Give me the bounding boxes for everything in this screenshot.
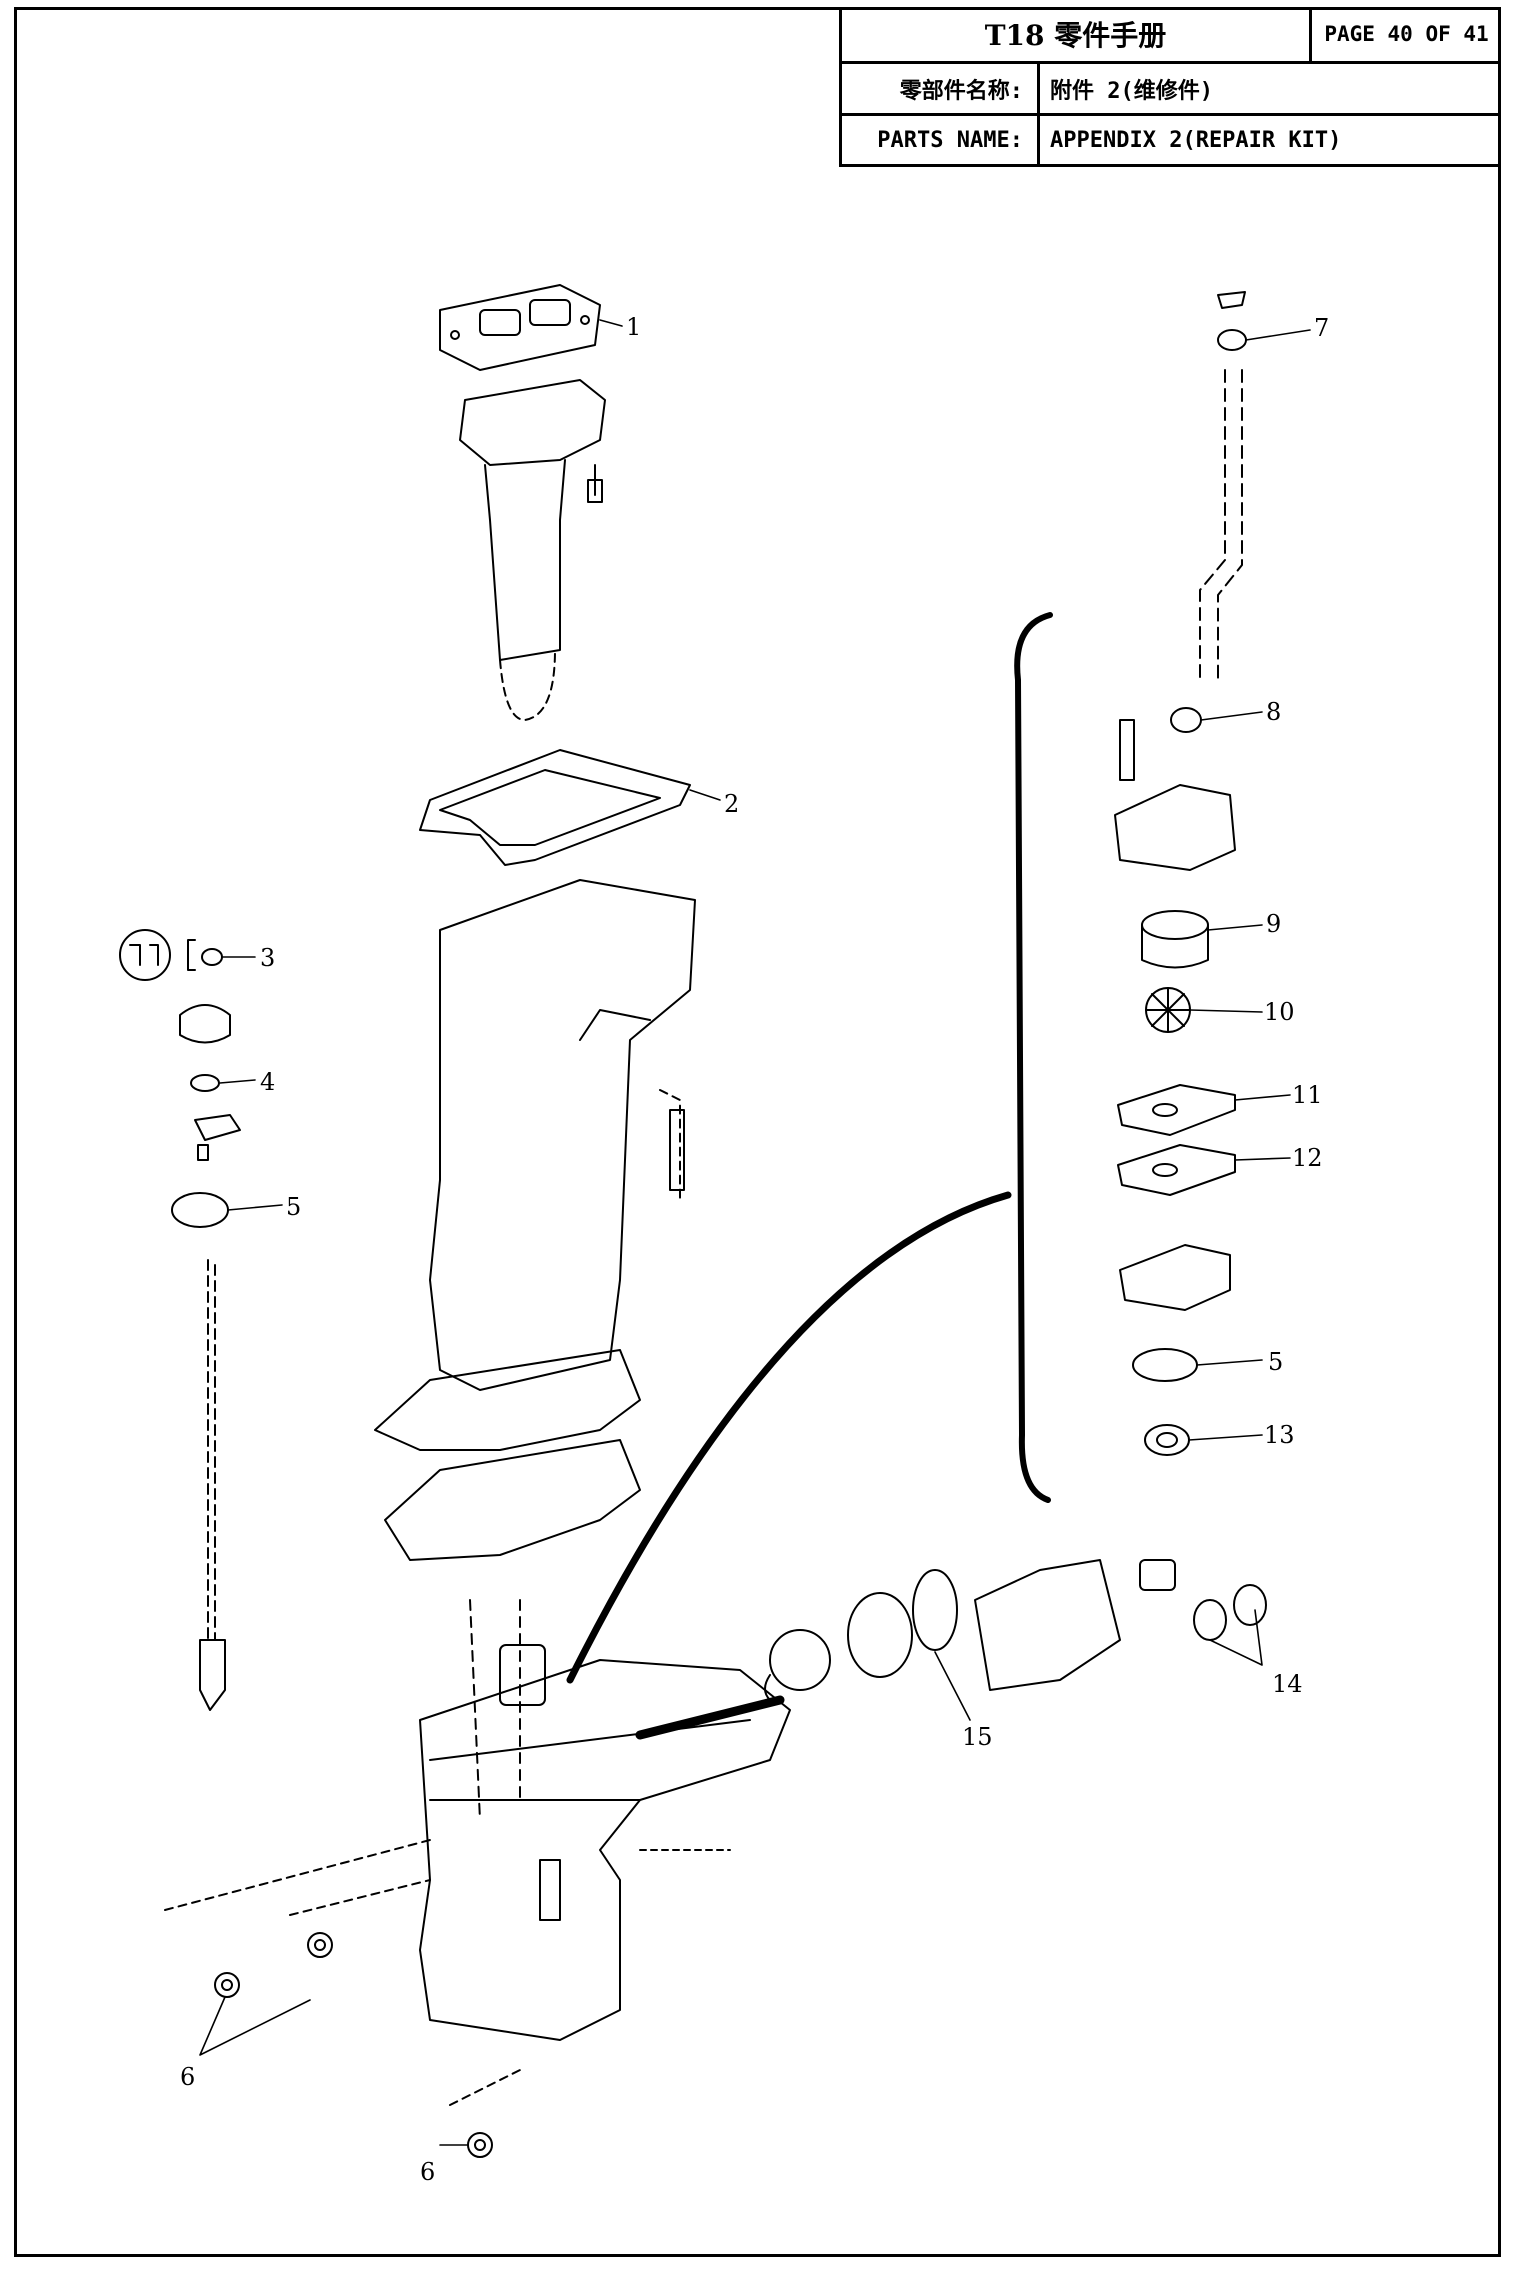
parts-name-value-cn: 附件 2(维修件): [1050, 78, 1213, 104]
drawing-frame: [14, 7, 1501, 2257]
part-15-circlip: [912, 1569, 958, 1651]
callout-5-lower: 5: [1268, 1348, 1283, 1376]
part-2-mounting-gasket: [419, 749, 691, 866]
parts-name-value-en: APPENDIX 2(REPAIR KIT): [1050, 127, 1342, 153]
callout-13: 13: [1264, 1421, 1295, 1449]
part-13-bearing: [1144, 1424, 1190, 1456]
exhaust-guide: [459, 379, 606, 721]
part-6-washers: [164, 1839, 521, 2158]
callout-12: 12: [1292, 1144, 1323, 1172]
part-5-o-ring-upper: [171, 1192, 229, 1228]
forward-gear: [769, 1629, 831, 1691]
callout-numbers: 1 2 3 4 5 5 6 6 7 8 9 10 11 12 13 14 15: [180, 313, 1329, 2186]
part-4-o-ring: [190, 1074, 220, 1092]
callout-14: 14: [1272, 1670, 1303, 1698]
gearcase: [419, 1644, 791, 2041]
callout-10: 10: [1264, 998, 1295, 1026]
pump-base: [1119, 1244, 1231, 1311]
page-number: PAGE 40 OF 41: [1324, 22, 1489, 46]
parts-name-label-en: PARTS NAME:: [877, 127, 1023, 153]
callout-5-upper: 5: [286, 1193, 301, 1221]
part-10-impeller: [1145, 987, 1191, 1033]
callout-11: 11: [1292, 1081, 1323, 1109]
part-11-gasket: [1117, 1084, 1236, 1136]
leader-lines: [200, 319, 1311, 2146]
water-pump-housing: [1114, 707, 1236, 871]
part-1-exhaust-gasket: [439, 284, 601, 371]
propeller-shaft-assembly: [635, 1559, 1267, 1740]
callout-4: 4: [260, 1068, 275, 1096]
callout-8: 8: [1266, 698, 1281, 726]
driveshaft-housing: [374, 879, 696, 1821]
part-8-grommet: [1170, 707, 1202, 733]
parts-name-label-cn: 零部件名称:: [899, 78, 1023, 104]
title-block: T18 零件手册 PAGE 40 OF 41 零部件名称: 附件 2(维修件) …: [839, 7, 1501, 167]
part-14-oil-seal-a: [1193, 1599, 1227, 1641]
callout-3: 3: [260, 944, 275, 972]
callout-15: 15: [962, 1723, 993, 1751]
part-3-grommet: [119, 929, 223, 981]
part-12-outer-plate: [1117, 1144, 1236, 1196]
manual-title: T18 零件手册: [984, 19, 1167, 52]
callout-1: 1: [626, 313, 641, 341]
repair-kit-bracket: [1014, 612, 1053, 1503]
water-tube-assembly: [1199, 291, 1247, 681]
callout-6-bottom: 6: [420, 2158, 435, 2186]
callout-6-left: 6: [180, 2063, 195, 2091]
part-14-oil-seal-b: [1233, 1584, 1267, 1626]
shift-rod-assembly: [171, 1004, 241, 1711]
part-9-insert-cartridge: [1141, 910, 1209, 969]
callout-2: 2: [724, 790, 739, 818]
bearing: [847, 1592, 913, 1678]
callout-7: 7: [1314, 314, 1329, 342]
repair-kit-pointer: [566, 1191, 1012, 1684]
callout-9: 9: [1266, 910, 1281, 938]
part-5-o-ring-lower: [1132, 1348, 1198, 1382]
bearing-carrier: [974, 1559, 1121, 1691]
part-7-grommet: [1217, 329, 1247, 351]
